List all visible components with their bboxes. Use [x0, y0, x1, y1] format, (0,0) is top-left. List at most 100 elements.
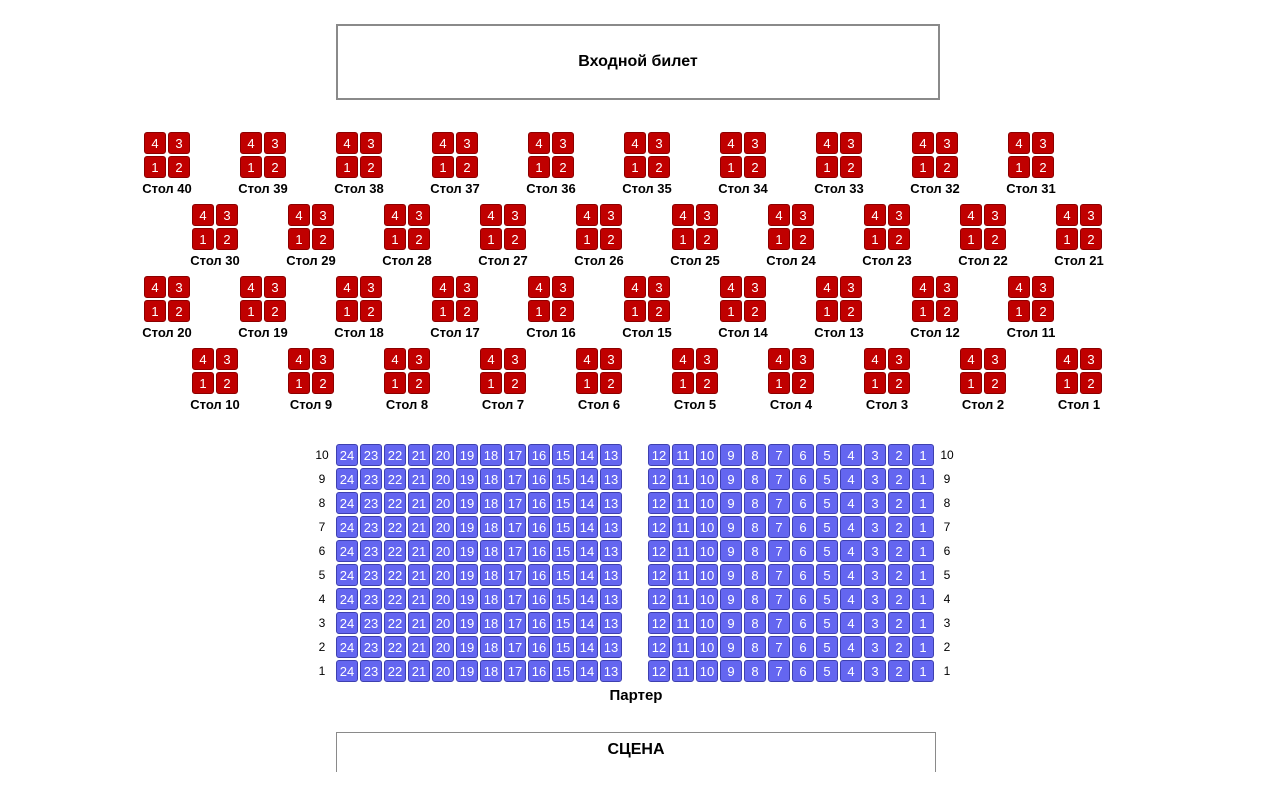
table-4-seat-4[interactable]: 4: [768, 348, 790, 370]
parter-row-7-seat-8[interactable]: 8: [744, 516, 766, 538]
table-15-seat-2[interactable]: 2: [648, 300, 670, 322]
parter-row-9-seat-8[interactable]: 8: [744, 468, 766, 490]
parter-row-2-seat-13[interactable]: 13: [600, 636, 622, 658]
parter-row-5-seat-2[interactable]: 2: [888, 564, 910, 586]
table-40-seat-1[interactable]: 1: [144, 156, 166, 178]
parter-row-2-seat-14[interactable]: 14: [576, 636, 598, 658]
parter-row-3-seat-4[interactable]: 4: [840, 612, 862, 634]
parter-row-5-seat-16[interactable]: 16: [528, 564, 550, 586]
parter-row-3-seat-5[interactable]: 5: [816, 612, 838, 634]
parter-row-2-seat-16[interactable]: 16: [528, 636, 550, 658]
parter-row-2-seat-1[interactable]: 1: [912, 636, 934, 658]
parter-row-3-seat-9[interactable]: 9: [720, 612, 742, 634]
table-9-seat-2[interactable]: 2: [312, 372, 334, 394]
table-1-seat-1[interactable]: 1: [1056, 372, 1078, 394]
table-22-seat-3[interactable]: 3: [984, 204, 1006, 226]
table-39-seat-1[interactable]: 1: [240, 156, 262, 178]
parter-row-7-seat-19[interactable]: 19: [456, 516, 478, 538]
table-1-seat-3[interactable]: 3: [1080, 348, 1102, 370]
table-29-seat-1[interactable]: 1: [288, 228, 310, 250]
parter-row-2-seat-10[interactable]: 10: [696, 636, 718, 658]
table-18-seat-4[interactable]: 4: [336, 276, 358, 298]
parter-row-10-seat-10[interactable]: 10: [696, 444, 718, 466]
table-33-seat-2[interactable]: 2: [840, 156, 862, 178]
parter-row-7-seat-3[interactable]: 3: [864, 516, 886, 538]
table-28-seat-1[interactable]: 1: [384, 228, 406, 250]
parter-row-4-seat-1[interactable]: 1: [912, 588, 934, 610]
table-27-seat-1[interactable]: 1: [480, 228, 502, 250]
parter-row-5-seat-6[interactable]: 6: [792, 564, 814, 586]
table-30-seat-2[interactable]: 2: [216, 228, 238, 250]
table-37-seat-4[interactable]: 4: [432, 132, 454, 154]
table-6-seat-3[interactable]: 3: [600, 348, 622, 370]
table-26-seat-3[interactable]: 3: [600, 204, 622, 226]
table-38-seat-4[interactable]: 4: [336, 132, 358, 154]
parter-row-8-seat-22[interactable]: 22: [384, 492, 406, 514]
parter-row-10-seat-20[interactable]: 20: [432, 444, 454, 466]
parter-row-1-seat-18[interactable]: 18: [480, 660, 502, 682]
parter-row-6-seat-12[interactable]: 12: [648, 540, 670, 562]
parter-row-10-seat-9[interactable]: 9: [720, 444, 742, 466]
table-8-seat-2[interactable]: 2: [408, 372, 430, 394]
parter-row-3-seat-2[interactable]: 2: [888, 612, 910, 634]
parter-row-10-seat-11[interactable]: 11: [672, 444, 694, 466]
parter-row-3-seat-13[interactable]: 13: [600, 612, 622, 634]
table-11-seat-3[interactable]: 3: [1032, 276, 1054, 298]
parter-row-8-seat-9[interactable]: 9: [720, 492, 742, 514]
parter-row-5-seat-8[interactable]: 8: [744, 564, 766, 586]
parter-row-6-seat-3[interactable]: 3: [864, 540, 886, 562]
parter-row-6-seat-7[interactable]: 7: [768, 540, 790, 562]
table-37-seat-3[interactable]: 3: [456, 132, 478, 154]
table-34-seat-1[interactable]: 1: [720, 156, 742, 178]
parter-row-7-seat-11[interactable]: 11: [672, 516, 694, 538]
parter-row-7-seat-4[interactable]: 4: [840, 516, 862, 538]
table-9-seat-3[interactable]: 3: [312, 348, 334, 370]
parter-row-5-seat-13[interactable]: 13: [600, 564, 622, 586]
table-36-seat-4[interactable]: 4: [528, 132, 550, 154]
table-2-seat-3[interactable]: 3: [984, 348, 1006, 370]
table-36-seat-3[interactable]: 3: [552, 132, 574, 154]
parter-row-8-seat-6[interactable]: 6: [792, 492, 814, 514]
parter-row-7-seat-10[interactable]: 10: [696, 516, 718, 538]
parter-row-8-seat-17[interactable]: 17: [504, 492, 526, 514]
parter-row-3-seat-10[interactable]: 10: [696, 612, 718, 634]
parter-row-6-seat-9[interactable]: 9: [720, 540, 742, 562]
parter-row-2-seat-2[interactable]: 2: [888, 636, 910, 658]
parter-row-7-seat-24[interactable]: 24: [336, 516, 358, 538]
parter-row-5-seat-11[interactable]: 11: [672, 564, 694, 586]
parter-row-3-seat-11[interactable]: 11: [672, 612, 694, 634]
table-39-seat-4[interactable]: 4: [240, 132, 262, 154]
parter-row-9-seat-17[interactable]: 17: [504, 468, 526, 490]
parter-row-10-seat-4[interactable]: 4: [840, 444, 862, 466]
parter-row-1-seat-22[interactable]: 22: [384, 660, 406, 682]
parter-row-9-seat-23[interactable]: 23: [360, 468, 382, 490]
table-4-seat-1[interactable]: 1: [768, 372, 790, 394]
table-10-seat-3[interactable]: 3: [216, 348, 238, 370]
parter-row-8-seat-23[interactable]: 23: [360, 492, 382, 514]
parter-row-1-seat-7[interactable]: 7: [768, 660, 790, 682]
parter-row-8-seat-13[interactable]: 13: [600, 492, 622, 514]
table-4-seat-3[interactable]: 3: [792, 348, 814, 370]
parter-row-4-seat-12[interactable]: 12: [648, 588, 670, 610]
parter-row-2-seat-24[interactable]: 24: [336, 636, 358, 658]
parter-row-1-seat-10[interactable]: 10: [696, 660, 718, 682]
parter-row-8-seat-10[interactable]: 10: [696, 492, 718, 514]
table-37-seat-1[interactable]: 1: [432, 156, 454, 178]
parter-row-8-seat-1[interactable]: 1: [912, 492, 934, 514]
parter-row-7-seat-6[interactable]: 6: [792, 516, 814, 538]
parter-row-9-seat-6[interactable]: 6: [792, 468, 814, 490]
table-19-seat-2[interactable]: 2: [264, 300, 286, 322]
table-3-seat-2[interactable]: 2: [888, 372, 910, 394]
parter-row-9-seat-10[interactable]: 10: [696, 468, 718, 490]
table-12-seat-4[interactable]: 4: [912, 276, 934, 298]
parter-row-9-seat-16[interactable]: 16: [528, 468, 550, 490]
parter-row-2-seat-9[interactable]: 9: [720, 636, 742, 658]
table-11-seat-2[interactable]: 2: [1032, 300, 1054, 322]
parter-row-8-seat-19[interactable]: 19: [456, 492, 478, 514]
table-7-seat-2[interactable]: 2: [504, 372, 526, 394]
table-14-seat-4[interactable]: 4: [720, 276, 742, 298]
parter-row-10-seat-21[interactable]: 21: [408, 444, 430, 466]
table-27-seat-3[interactable]: 3: [504, 204, 526, 226]
parter-row-4-seat-19[interactable]: 19: [456, 588, 478, 610]
parter-row-3-seat-14[interactable]: 14: [576, 612, 598, 634]
